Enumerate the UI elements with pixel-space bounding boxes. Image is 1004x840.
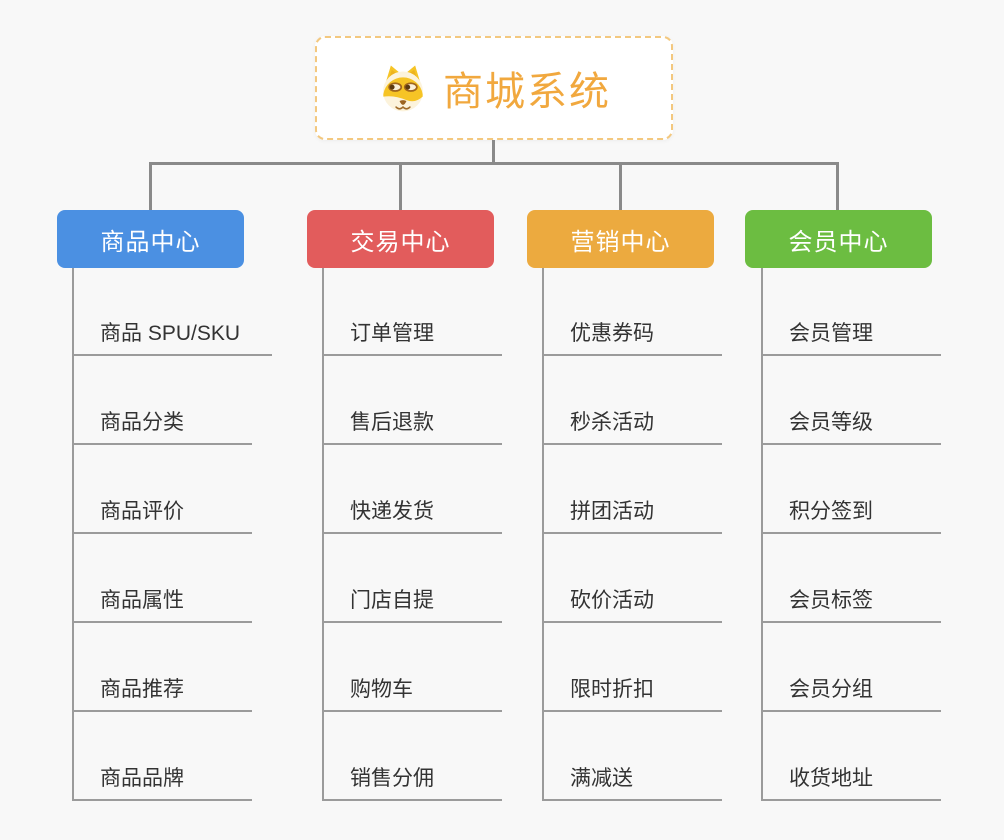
leaf-node[interactable]: 门店自提: [324, 534, 502, 623]
leaf-node[interactable]: 商品分类: [74, 356, 252, 445]
branch-product-leaves: 商品 SPU/SKU 商品分类 商品评价 商品属性 商品推荐 商品品牌: [72, 268, 273, 801]
connector-root-stub: [492, 140, 495, 163]
leaf-node[interactable]: 限时折扣: [544, 623, 722, 712]
leaf-node[interactable]: 商品推荐: [74, 623, 252, 712]
connector-drop-product: [149, 162, 152, 210]
root-title: 商城系统: [443, 70, 611, 114]
leaf-node[interactable]: 商品 SPU/SKU: [74, 268, 273, 356]
connector-drop-trade: [399, 162, 402, 210]
connector-trunk: [149, 162, 839, 165]
leaf-node[interactable]: 售后退款: [324, 356, 502, 445]
branch-trade-leaves: 订单管理 售后退款 快递发货 门店自提 购物车 销售分佣: [322, 268, 502, 801]
leaf-node[interactable]: 会员等级: [763, 356, 941, 445]
root-node[interactable]: 商城系统: [315, 36, 673, 140]
leaf-node[interactable]: 商品评价: [74, 445, 252, 534]
leaf-node[interactable]: 拼团活动: [544, 445, 722, 534]
leaf-node[interactable]: 商品品牌: [74, 712, 252, 801]
connector-drop-member: [836, 162, 839, 210]
leaf-node[interactable]: 会员分组: [763, 623, 941, 712]
leaf-node[interactable]: 砍价活动: [544, 534, 722, 623]
branch-node-product[interactable]: 商品中心: [57, 210, 244, 268]
branch-node-trade[interactable]: 交易中心: [307, 210, 494, 268]
leaf-node[interactable]: 订单管理: [324, 268, 502, 356]
leaf-node[interactable]: 销售分佣: [324, 712, 502, 801]
leaf-node[interactable]: 秒杀活动: [544, 356, 722, 445]
leaf-node[interactable]: 快递发货: [324, 445, 502, 534]
branch-marketing-leaves: 优惠券码 秒杀活动 拼团活动 砍价活动 限时折扣 满减送: [542, 268, 722, 801]
leaf-node[interactable]: 积分签到: [763, 445, 941, 534]
leaf-node[interactable]: 商品属性: [74, 534, 252, 623]
branch-node-member[interactable]: 会员中心: [745, 210, 932, 268]
leaf-node[interactable]: 会员管理: [763, 268, 941, 356]
leaf-node[interactable]: 收货地址: [763, 712, 941, 801]
leaf-node[interactable]: 会员标签: [763, 534, 941, 623]
dog-face-icon: [377, 63, 429, 113]
branch-node-marketing[interactable]: 营销中心: [527, 210, 714, 268]
leaf-node[interactable]: 购物车: [324, 623, 502, 712]
leaf-node[interactable]: 满减送: [544, 712, 722, 801]
connector-drop-marketing: [619, 162, 622, 210]
branch-member-leaves: 会员管理 会员等级 积分签到 会员标签 会员分组 收货地址: [761, 268, 941, 801]
leaf-node[interactable]: 优惠券码: [544, 268, 722, 356]
